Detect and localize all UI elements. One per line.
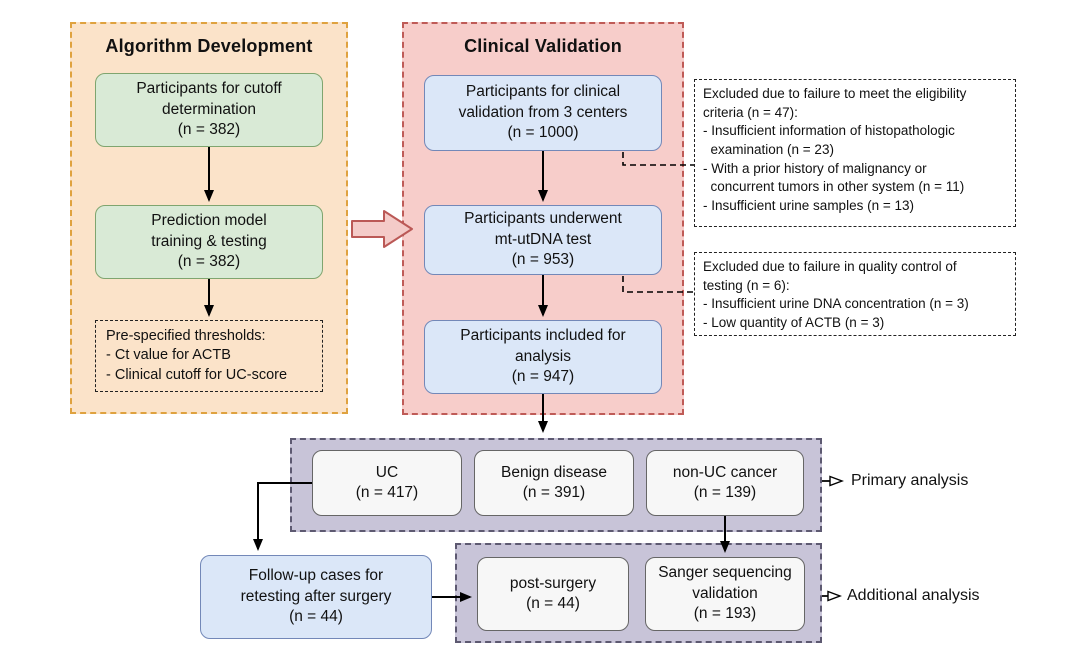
label-primary-analysis: Primary analysis	[851, 472, 969, 489]
box-non-uc-cancer: non-UC cancer(n = 139)	[646, 450, 804, 516]
box-non-uc-cancer-text: non-UC cancer(n = 139)	[672, 463, 778, 501]
note-excluded-eligibility-criteria: Excluded due to failure to meet the elig…	[694, 79, 1016, 227]
note-excluded-quality-control-text: Excluded due to failure in quality contr…	[703, 259, 969, 330]
note-excluded-quality-control: Excluded due to failure in quality contr…	[694, 252, 1016, 336]
box-uc: UC(n = 417)	[312, 450, 462, 516]
algorithm-development-title: Algorithm Development	[105, 36, 313, 56]
note-excluded-eligibility-criteria-text: Excluded due to failure to meet the elig…	[703, 86, 967, 213]
box-uc-text: UC(n = 417)	[355, 463, 419, 501]
label-additional-analysis: Additional analysis	[847, 587, 980, 604]
clinical-validation-title: Clinical Validation	[464, 36, 622, 56]
box-benign-disease-text: Benign disease(n = 391)	[501, 463, 607, 501]
box-post-surgery-text: post-surgery(n = 44)	[509, 574, 597, 612]
box-prespecified-thresholds: Pre-specified thresholds:- Ct value for …	[95, 320, 323, 392]
box-prespecified-thresholds-text: Pre-specified thresholds:- Ct value for …	[106, 328, 288, 383]
box-post-surgery: post-surgery(n = 44)	[477, 557, 629, 631]
box-benign-disease: Benign disease(n = 391)	[474, 450, 634, 516]
